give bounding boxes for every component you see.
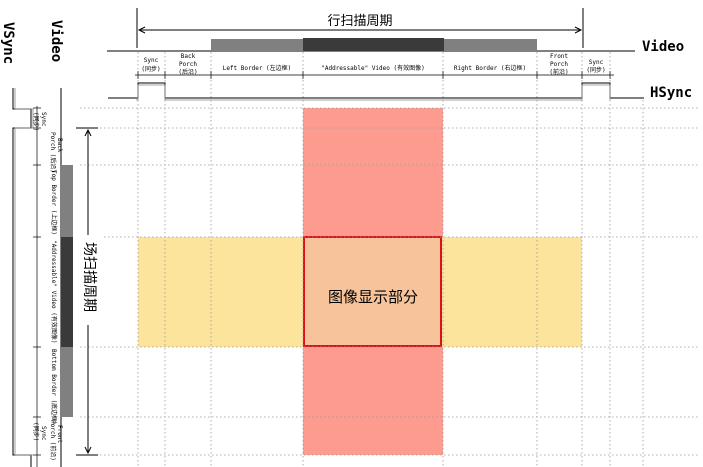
hsync-label: HSync [650, 85, 692, 101]
video-left-label: Video [48, 20, 64, 62]
h-seg-left-border: Left Border (左边框) [223, 64, 292, 72]
v-seg-top-border: Top Border (上边框) [50, 170, 58, 235]
v-seg-front-porch: Front [56, 425, 63, 443]
vbar-addressable [61, 237, 73, 347]
v-seg-front-porch-2: Porch (前沿) [49, 420, 57, 461]
v-seg-bottom-border: Bottom Border (底边框) [50, 349, 58, 425]
h-seg-sync-right: Sync [589, 59, 604, 66]
left-video-signal [60, 88, 73, 467]
h-seg-back-porch-3: (后沿) [178, 68, 197, 76]
vsync-label: VSync [0, 22, 16, 64]
h-seg-front-porch-2: Porch [550, 61, 568, 68]
v-seg-sync-top-cn: (同步) [32, 112, 40, 131]
hscan-period-label: 行扫描周期 [327, 14, 392, 29]
vertical-grid [137, 52, 644, 467]
v-seg-back-porch-2: Porch (后沿) [49, 132, 57, 173]
hscan-period-arrow [136, 8, 584, 48]
h-seg-back-porch-2: Porch [179, 61, 197, 68]
h-seg-right-border: Right Border (右边框) [454, 64, 526, 72]
hsync-waveform [108, 82, 644, 101]
h-segment-arrows [135, 71, 614, 79]
video-bar-left-border [211, 39, 303, 51]
v-segment-arrows [33, 106, 41, 467]
display-area-label: 图像显示部分 [328, 288, 418, 306]
vsync-waveform [12, 88, 34, 467]
display-area-box [303, 236, 442, 347]
h-seg-back-porch: Back [181, 53, 196, 60]
h-seg-front-porch-3: (前沿) [549, 68, 568, 76]
video-bar-addressable [303, 38, 444, 51]
video-top-label: Video [642, 39, 684, 55]
h-seg-sync-right-cn: (同步) [586, 66, 605, 74]
top-video-signal [107, 38, 635, 52]
v-seg-addressable: "Addressable" Video (有效图像) [50, 240, 58, 343]
h-seg-addressable: "Addressable" Video (有效图像) [321, 64, 424, 72]
v-seg-sync-top: Sync [40, 112, 47, 127]
video-bar-right-border [444, 39, 537, 51]
h-seg-sync-left-cn: (同步) [141, 65, 160, 73]
vbar-top-border [61, 165, 73, 237]
h-seg-front-porch: Front [550, 53, 568, 60]
v-seg-back-porch: Back [56, 138, 63, 153]
h-seg-sync-left: Sync [144, 57, 159, 64]
horizontal-grid [80, 107, 700, 456]
vbar-bottom-border [61, 347, 73, 417]
vscan-period-label: 场扫描周期 [81, 242, 97, 312]
v-seg-sync-bottom-cn: (同步) [32, 422, 40, 441]
v-seg-sync-bottom: Sync [40, 426, 47, 441]
